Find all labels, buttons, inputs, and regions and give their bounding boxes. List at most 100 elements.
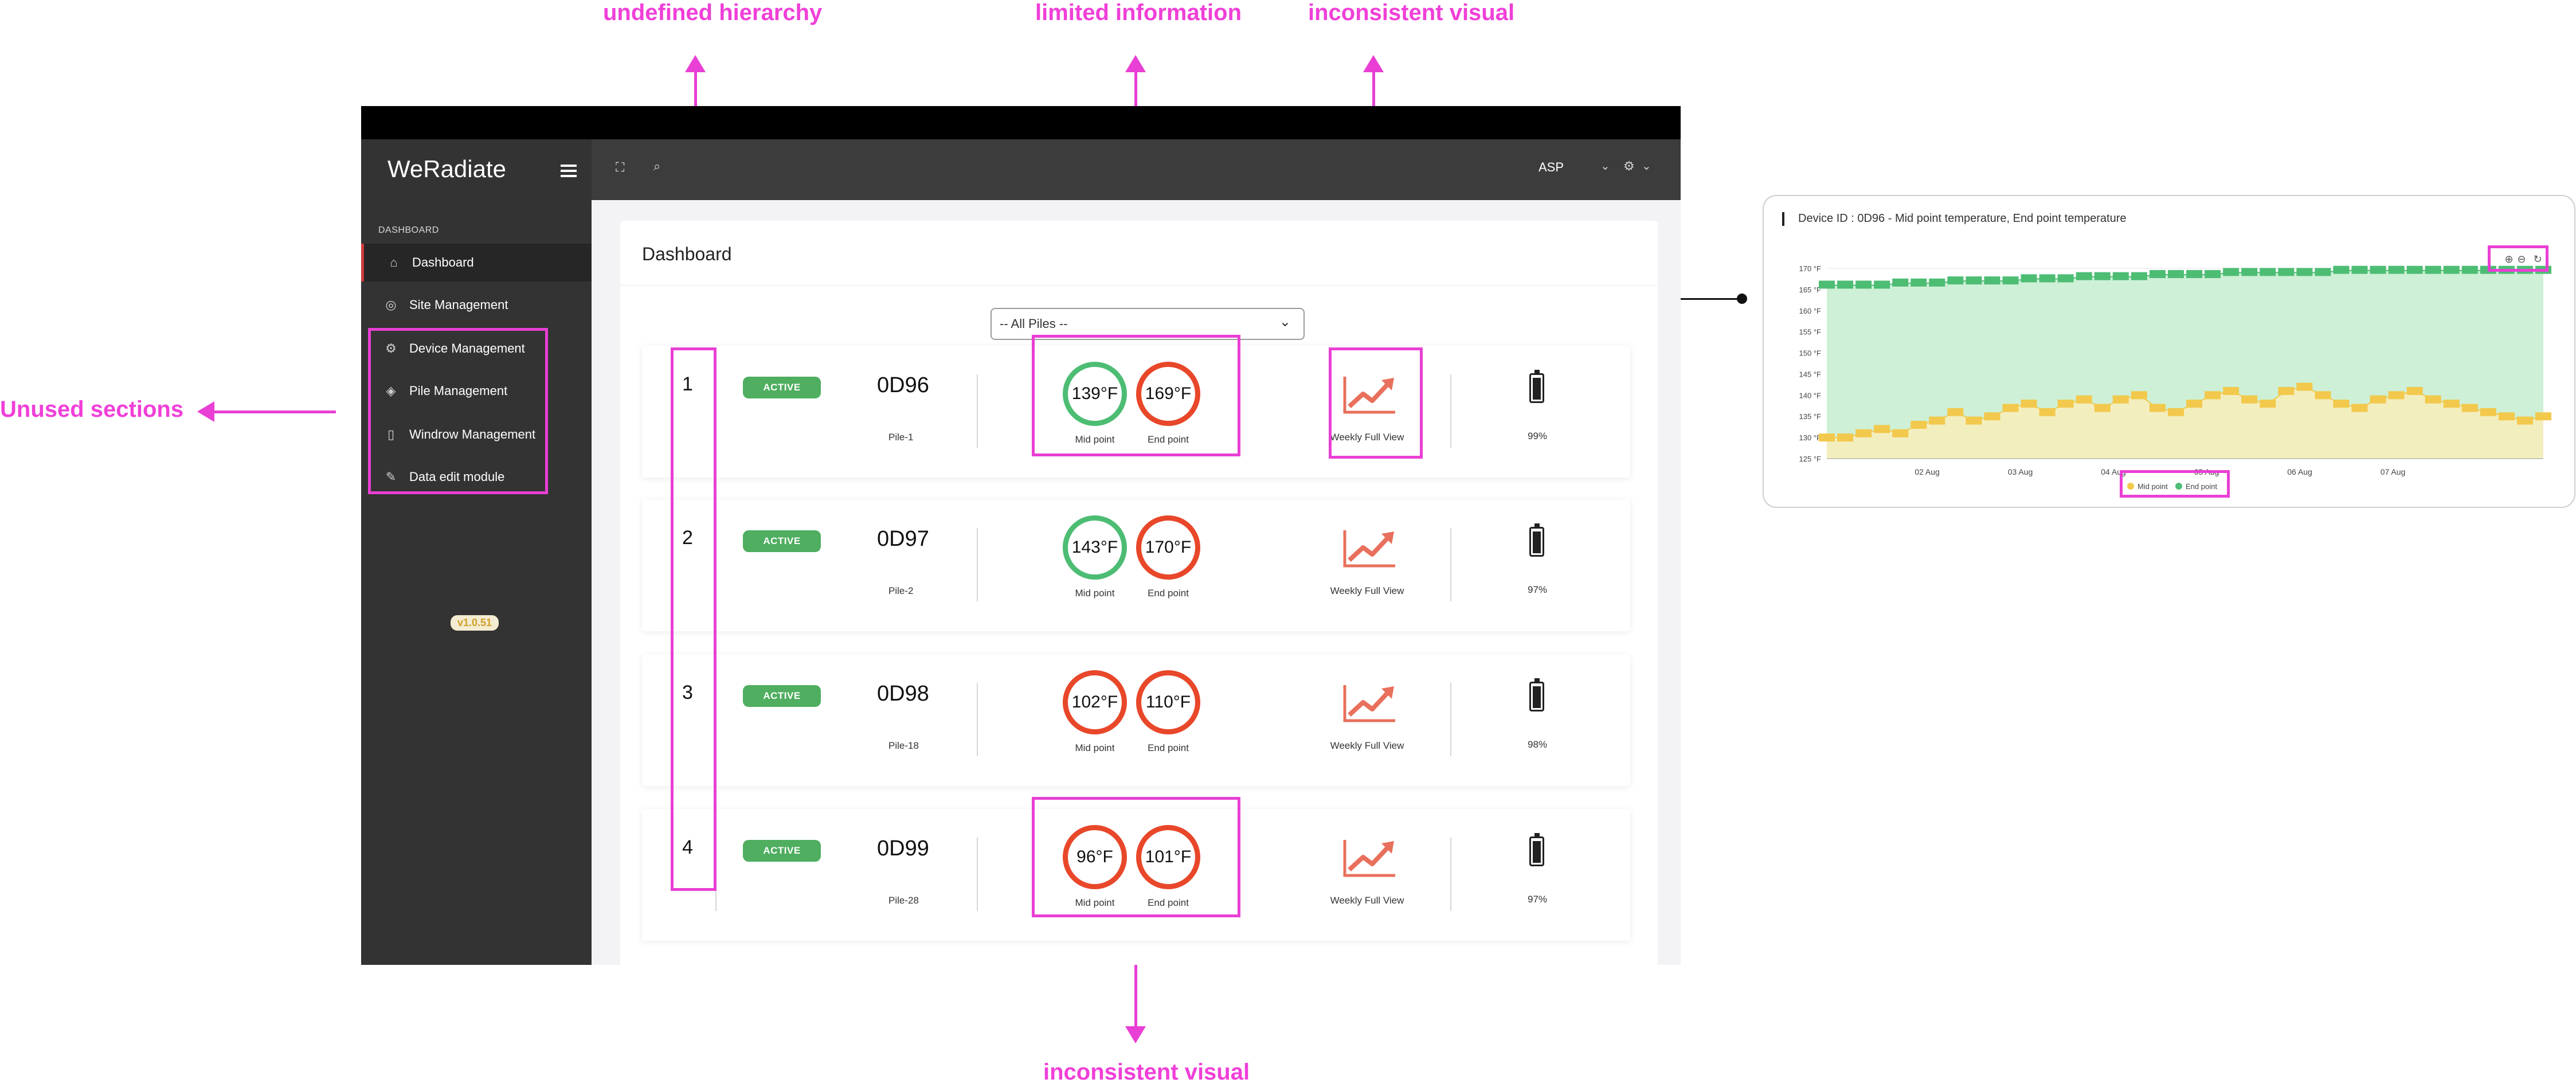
legend-label: Mid point bbox=[2137, 482, 2168, 491]
mid-point-value: 102°F bbox=[1071, 693, 1118, 711]
mid-point-data-label bbox=[2278, 386, 2295, 395]
y-tick-label: 150 °F bbox=[1799, 349, 1822, 358]
mid-point-data-label bbox=[2370, 395, 2386, 404]
mid-point-data-label bbox=[1984, 412, 2000, 421]
pile-name: Pile-2 bbox=[888, 585, 914, 596]
user-name[interactable]: ASP bbox=[1538, 160, 1564, 174]
status-badge: ACTIVE bbox=[743, 840, 821, 862]
end-point-data-label bbox=[2443, 265, 2460, 274]
pile-name: Pile-18 bbox=[888, 740, 919, 751]
mid-point-label: Mid point bbox=[1075, 434, 1115, 445]
chevron-down-icon[interactable]: ⌄ bbox=[1642, 160, 1651, 173]
weekly-full-view-link[interactable]: Weekly Full View bbox=[1330, 585, 1404, 596]
weekly-full-view-link[interactable]: Weekly Full View bbox=[1330, 895, 1404, 906]
highlight-weekly-row1 bbox=[1329, 347, 1423, 459]
search-icon[interactable]: ⌕ bbox=[653, 159, 661, 173]
sidebar-item-data-edit-module[interactable]: ✎ Data edit module bbox=[361, 458, 592, 496]
row-separator bbox=[977, 374, 978, 448]
mid-point-data-label bbox=[2480, 408, 2496, 416]
mid-point-data-label bbox=[2296, 382, 2313, 391]
mid-point-data-label bbox=[1855, 429, 1872, 437]
highlight-unused-sections bbox=[368, 328, 548, 494]
chevron-down-icon[interactable]: ⌄ bbox=[1600, 160, 1610, 173]
legend-label: End point bbox=[2186, 482, 2217, 491]
row-separator bbox=[977, 528, 978, 601]
fullscreen-icon[interactable]: ⛶ bbox=[616, 160, 625, 174]
device-row[interactable]: 2 ACTIVE 0D97 Pile-2 143°F 170°F Mid poi… bbox=[642, 499, 1630, 631]
end-point-gauge: 170°F bbox=[1136, 515, 1200, 580]
row-number: 2 bbox=[682, 527, 693, 549]
sidebar-item-site-management[interactable]: ◎ Site Management bbox=[361, 286, 592, 324]
sidebar-item-label: Device Management bbox=[409, 341, 525, 355]
end-point-data-label bbox=[2002, 276, 2019, 285]
sidebar-item-device-management[interactable]: ⚙ Device Management bbox=[361, 330, 592, 367]
weekly-full-view-link[interactable]: Weekly Full View bbox=[1330, 432, 1404, 443]
end-point-line bbox=[1827, 269, 2543, 286]
weekly-full-view-link[interactable]: Weekly Full View bbox=[1330, 740, 1404, 751]
highlight-chart-legend bbox=[2120, 470, 2230, 498]
sidebar-item-windrow-management[interactable]: ▯ Windrow Management bbox=[361, 416, 592, 453]
window-top-bar bbox=[361, 106, 1681, 139]
battery-icon bbox=[1529, 523, 1544, 557]
end-point-data-label bbox=[1929, 278, 1945, 287]
mid-point-data-label bbox=[2498, 412, 2515, 421]
x-tick-label: 02 Aug bbox=[1915, 467, 1940, 476]
mid-point-data-label bbox=[1966, 416, 1982, 425]
y-tick-label: 130 °F bbox=[1799, 433, 1822, 442]
device-id: 0D98 bbox=[877, 682, 929, 706]
zoom-in-icon[interactable]: ⊕ bbox=[2504, 253, 2513, 265]
brand-logo: WeRadiate bbox=[387, 155, 507, 182]
end-point-data-label bbox=[2076, 272, 2092, 280]
mid-point-data-label bbox=[1929, 416, 1945, 425]
mid-point-data-label bbox=[2112, 395, 2129, 404]
mid-point-data-label bbox=[1874, 425, 1890, 433]
mid-point-data-label bbox=[2351, 404, 2368, 412]
device-row[interactable]: 4 ACTIVE 0D99 Pile-28 96°F 101°F Mid poi… bbox=[642, 809, 1630, 941]
mid-point-data-label bbox=[2002, 404, 2019, 412]
battery-percent: 98% bbox=[1528, 739, 1548, 750]
y-tick-label: 125 °F bbox=[1799, 455, 1822, 463]
trend-up-icon[interactable] bbox=[1342, 374, 1397, 416]
trend-up-icon[interactable] bbox=[1342, 838, 1397, 879]
pile-name: Pile-1 bbox=[888, 432, 914, 443]
chart-panel: Device ID : 0D96 - Mid point temperature… bbox=[1763, 195, 2575, 508]
sidebar-item-dashboard[interactable]: ⌂ Dashboard bbox=[361, 244, 592, 281]
reset-zoom-icon[interactable]: ↻ bbox=[2533, 253, 2542, 265]
highlight-chart-controls bbox=[2488, 245, 2548, 272]
end-point-data-label bbox=[1966, 276, 1982, 285]
device-id: 0D96 bbox=[877, 373, 929, 397]
sidebar-item-pile-management[interactable]: ◈ Pile Management bbox=[361, 372, 592, 410]
mid-point-data-label bbox=[2315, 391, 2331, 400]
end-point-data-label bbox=[2351, 265, 2368, 274]
y-tick-label: 145 °F bbox=[1799, 370, 1822, 378]
x-tick-label: 07 Aug bbox=[2381, 467, 2406, 476]
top-header: ⛶ ⌕ ASP ⌄ ⚙ ⌄ bbox=[592, 139, 1681, 200]
trend-up-icon[interactable] bbox=[1342, 528, 1397, 569]
device-row[interactable]: 3 ACTIVE 0D98 Pile-18 102°F 110°F Mid po… bbox=[642, 654, 1630, 786]
annotation-unused-sections: Unused sections bbox=[0, 397, 184, 422]
trend-up-icon[interactable] bbox=[1342, 683, 1397, 724]
end-point-data-label bbox=[2205, 270, 2221, 279]
zoom-out-icon[interactable]: ⊖ bbox=[2517, 253, 2526, 265]
pile-filter-select[interactable]: -- All Piles -- ⌄ bbox=[991, 308, 1305, 340]
mid-point-line bbox=[1827, 386, 2544, 439]
menu-toggle-icon[interactable] bbox=[561, 165, 577, 180]
mid-point-data-label bbox=[1911, 420, 1927, 429]
row-number: 3 bbox=[682, 682, 693, 703]
end-point-data-label bbox=[2425, 265, 2441, 274]
mid-point-data-label bbox=[1837, 433, 1854, 442]
end-point-data-label bbox=[2296, 268, 2313, 276]
mid-point-data-label bbox=[2260, 400, 2276, 408]
sidebar: WeRadiate DASHBOARD ⌂ Dashboard ◎ Site M… bbox=[361, 139, 592, 965]
mid-point-data-label bbox=[2131, 391, 2147, 400]
mid-point-data-label bbox=[2425, 395, 2441, 404]
end-point-data-label bbox=[2149, 270, 2166, 279]
end-point-data-label bbox=[2461, 265, 2478, 274]
end-point-data-label bbox=[2021, 274, 2037, 283]
settings-icon[interactable]: ⚙ bbox=[1623, 159, 1635, 173]
arrow-head-unused bbox=[197, 401, 214, 422]
arrow-head-information bbox=[1125, 55, 1146, 72]
battery-icon bbox=[1529, 370, 1544, 403]
mid-point-data-label bbox=[2443, 400, 2460, 408]
end-point-data-label bbox=[2406, 265, 2423, 274]
